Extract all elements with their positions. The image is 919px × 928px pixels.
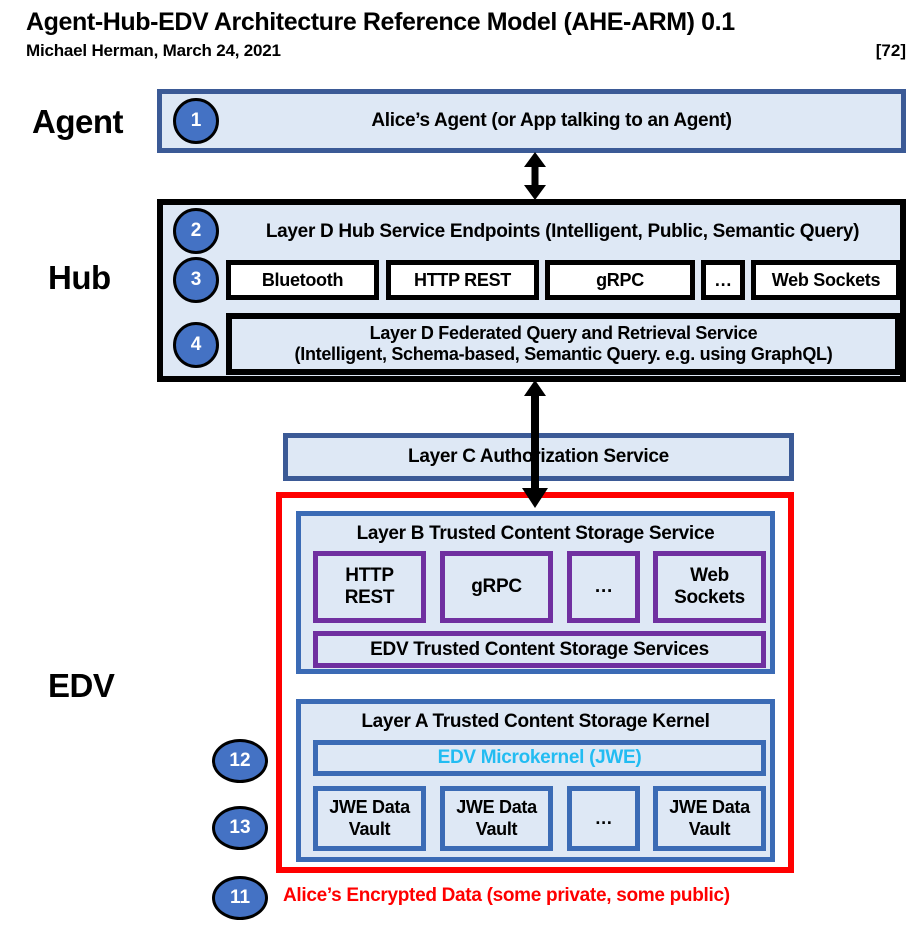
edv-protocol-ellipsis[interactable]: … [567, 551, 640, 623]
federated-query-box[interactable]: Layer D Federated Query and Retrieval Se… [226, 313, 901, 375]
page-marker: [72] [875, 40, 906, 60]
vault-line2: Vault [475, 818, 518, 839]
layer-a-title-label: Layer A Trusted Content Storage Kernel [361, 711, 710, 732]
section-label-agent: Agent [32, 103, 124, 140]
jwe-data-vault-3[interactable]: JWE Data Vault [653, 786, 766, 851]
edv-protocol-line1: … [594, 576, 613, 597]
edv-protocol-line1: gRPC [471, 576, 522, 597]
edv-caption: Alice’s Encrypted Data (some private, so… [283, 885, 730, 906]
hub-protocol-bluetooth[interactable]: Bluetooth [226, 260, 379, 300]
federated-query-line2: (Intelligent, Schema-based, Semantic Que… [294, 344, 833, 364]
agent-box[interactable]: Alice’s Agent (or App talking to an Agen… [157, 89, 906, 153]
badge-13: 13 [212, 806, 268, 850]
badge-1: 1 [173, 98, 219, 144]
vault-line1: JWE Data [456, 797, 537, 818]
edv-trusted-content-storage-services-box[interactable]: EDV Trusted Content Storage Services [313, 631, 766, 668]
vault-line1: JWE Data [329, 797, 410, 818]
jwe-data-vault-1[interactable]: JWE Data Vault [313, 786, 426, 851]
layer-b-title-label: Layer B Trusted Content Storage Service [356, 523, 715, 544]
badge-4: 4 [173, 322, 219, 368]
federated-query-line1: Layer D Federated Query and Retrieval Se… [369, 322, 758, 343]
hub-protocol-label: … [714, 269, 732, 290]
edv-protocol-line1: HTTP [345, 564, 394, 586]
hub-endpoints-title: Layer D Hub Service Endpoints (Intellige… [225, 214, 900, 250]
badge-2: 2 [173, 208, 219, 254]
jwe-data-vault-2[interactable]: JWE Data Vault [440, 786, 553, 851]
hub-protocol-web-sockets[interactable]: Web Sockets [751, 260, 901, 300]
edv-protocol-grpc[interactable]: gRPC [440, 551, 553, 623]
badge-11: 11 [212, 876, 268, 920]
edv-protocol-web-sockets[interactable]: Web Sockets [653, 551, 766, 623]
arrow-hub-edv [522, 380, 548, 508]
edv-microkernel-box[interactable]: EDV Microkernel (JWE) [313, 740, 766, 776]
page-title: Agent-Hub-EDV Architecture Reference Mod… [26, 8, 735, 36]
byline-row: Michael Herman, March 24, 2021 [72] [26, 41, 906, 65]
hub-protocol-label: HTTP REST [414, 269, 511, 290]
vault-line1: … [594, 808, 613, 828]
document-header: Agent-Hub-EDV Architecture Reference Mod… [26, 8, 906, 65]
hub-protocol-label: gRPC [596, 269, 644, 290]
hub-endpoints-label: Layer D Hub Service Endpoints (Intellige… [265, 221, 860, 242]
edv-protocol-line2: REST [344, 587, 395, 608]
agent-label: Alice’s Agent (or App talking to an Agen… [371, 110, 732, 131]
edv-protocol-line1: Web [690, 564, 729, 586]
arrow-agent-hub [524, 152, 546, 200]
hub-protocol-ellipsis[interactable]: … [701, 260, 745, 300]
layer-b-title: Layer B Trusted Content Storage Service [296, 519, 775, 549]
jwe-data-vault-ellipsis[interactable]: … [567, 786, 640, 851]
vault-line1: JWE Data [669, 797, 750, 818]
edv-protocol-http-rest[interactable]: HTTP REST [313, 551, 426, 623]
edv-microkernel-label: EDV Microkernel (JWE) [437, 747, 642, 768]
hub-protocol-http-rest[interactable]: HTTP REST [386, 260, 539, 300]
vault-line2: Vault [348, 818, 391, 839]
author-date: Michael Herman, March 24, 2021 [26, 40, 281, 60]
badge-3: 3 [173, 257, 219, 303]
section-label-hub: Hub [48, 259, 111, 296]
hub-protocol-label: Web Sockets [771, 269, 881, 290]
layer-a-title: Layer A Trusted Content Storage Kernel [296, 707, 775, 737]
vault-line2: Vault [688, 818, 731, 839]
badge-12: 12 [212, 739, 268, 783]
hub-protocol-label: Bluetooth [261, 269, 344, 290]
section-label-edv: EDV [48, 667, 115, 704]
edv-services-label: EDV Trusted Content Storage Services [370, 638, 709, 660]
hub-protocol-grpc[interactable]: gRPC [545, 260, 695, 300]
edv-protocol-line2: Sockets [674, 587, 745, 608]
